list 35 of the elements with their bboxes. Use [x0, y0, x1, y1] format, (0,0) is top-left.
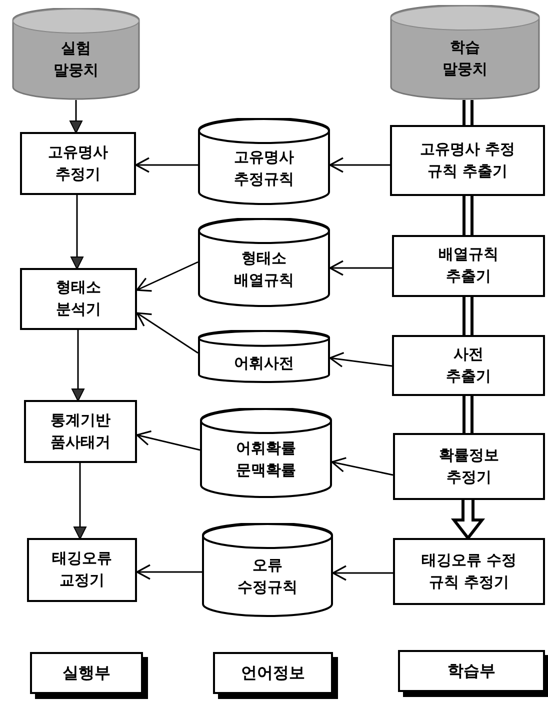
arrow	[136, 564, 202, 580]
double-line	[462, 296, 474, 336]
process-box: 형태소 분석기	[20, 268, 137, 330]
arrow	[72, 330, 84, 402]
arrow	[136, 261, 198, 292]
double-line	[462, 98, 474, 126]
arrow	[135, 157, 198, 173]
database-cylinder: 어휘사전	[198, 330, 330, 383]
arrow	[136, 430, 200, 451]
arrow	[136, 312, 198, 354]
arrow	[74, 463, 86, 540]
process-box: 사전 추출기	[392, 335, 545, 396]
block-arrow	[450, 498, 486, 540]
arrow	[329, 352, 392, 368]
database-cylinder: 고유명사 추정규칙	[198, 118, 330, 205]
arrow	[329, 260, 392, 276]
double-line	[462, 394, 474, 434]
process-box: 배열규칙 추출기	[392, 235, 545, 297]
process-box: 확률정보 추정기	[393, 433, 545, 500]
arrow	[329, 157, 390, 173]
arrow	[331, 457, 394, 476]
process-box: 태깅오류 교정기	[27, 538, 137, 602]
database-cylinder: 어휘확률 문맥확률	[200, 408, 332, 498]
corpus-cylinder: 실험 말뭉치	[12, 8, 140, 100]
process-box: 통계기반 품사태거	[24, 400, 137, 463]
database-cylinder: 오류 수정규칙	[202, 523, 333, 617]
database-cylinder: 형태소 배열규칙	[198, 218, 330, 307]
arrow	[70, 100, 82, 134]
corpus-cylinder: 학습 말뭉치	[390, 5, 540, 100]
arrow	[332, 565, 393, 581]
process-box: 고유명사 추정기	[20, 132, 136, 195]
process-box: 태깅오류 수정 규칙 추정기	[393, 538, 545, 605]
double-line	[462, 194, 474, 236]
arrow	[70, 195, 84, 270]
process-box: 고유명사 추정 규칙 추출기	[390, 125, 545, 196]
